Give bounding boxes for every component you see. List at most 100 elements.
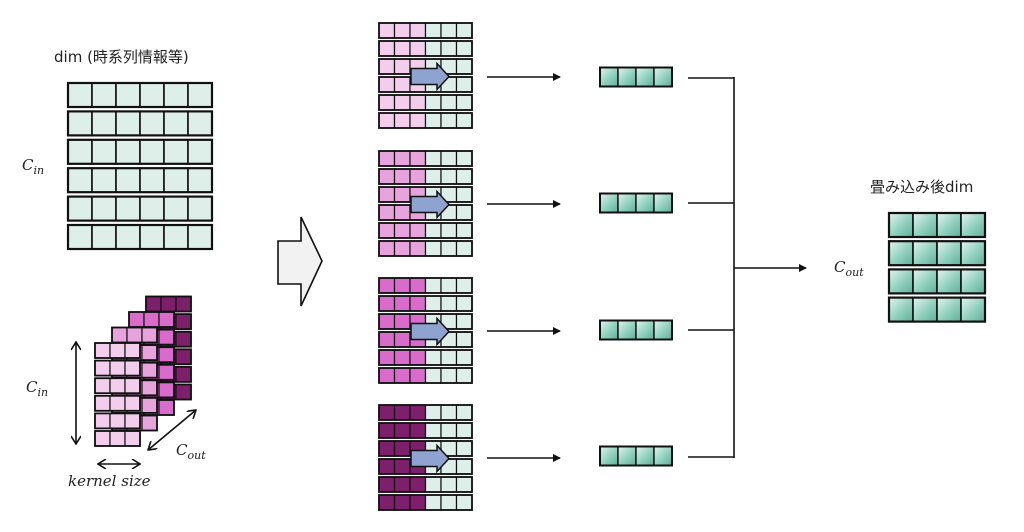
- cell: [912, 240, 938, 266]
- cell: [455, 240, 473, 257]
- cell: [440, 40, 458, 57]
- cell: [187, 195, 213, 222]
- output-channels-label: Cout: [834, 258, 864, 279]
- cell: [91, 110, 117, 137]
- row-border: [887, 268, 987, 295]
- cell: [409, 94, 427, 111]
- cell: [94, 430, 111, 447]
- cell: [378, 204, 396, 221]
- conv-row: [378, 367, 473, 384]
- cell: [409, 476, 427, 493]
- cell: [378, 422, 396, 439]
- cell: [393, 476, 411, 493]
- cell: [378, 349, 396, 366]
- output-vector: [599, 445, 673, 467]
- cell: [378, 40, 396, 57]
- cell: [158, 311, 175, 328]
- cell: [91, 195, 117, 222]
- cell: [141, 326, 158, 344]
- row-border: [378, 404, 473, 421]
- row-border: [66, 167, 214, 194]
- conv-row: [378, 40, 473, 57]
- cell: [440, 494, 458, 511]
- cell: [424, 367, 442, 384]
- cell: [175, 366, 192, 383]
- cell: [128, 311, 145, 328]
- cell: [455, 295, 473, 312]
- cell: [126, 326, 143, 344]
- kernel-row: [94, 430, 141, 447]
- row-border: [66, 110, 214, 137]
- cell: [378, 94, 396, 111]
- row-border: [94, 394, 141, 412]
- row-border: [599, 319, 673, 341]
- cell: [91, 82, 117, 108]
- row-border: [378, 40, 473, 57]
- cell: [141, 379, 158, 396]
- conv-group: [378, 22, 561, 129]
- cell: [124, 342, 141, 359]
- cell: [653, 445, 673, 467]
- cell: [378, 150, 396, 167]
- cell: [67, 167, 93, 193]
- conv-row: [378, 295, 473, 312]
- cell: [378, 331, 396, 348]
- cell: [617, 66, 637, 88]
- conv-groups: [378, 22, 561, 511]
- cell: [409, 277, 427, 294]
- cell: [378, 222, 396, 239]
- cell: [393, 222, 411, 239]
- cell: [139, 167, 165, 193]
- cell: [440, 22, 458, 39]
- cell: [393, 367, 411, 384]
- cell: [440, 476, 458, 493]
- output-row: [887, 211, 987, 239]
- cell: [163, 224, 189, 250]
- cell: [139, 139, 165, 165]
- cell: [960, 212, 986, 238]
- cell: [393, 349, 411, 366]
- cell: [393, 150, 411, 167]
- cell: [653, 66, 673, 88]
- cell: [440, 150, 458, 167]
- cell: [455, 494, 473, 511]
- cell: [378, 168, 396, 185]
- cell: [109, 395, 126, 412]
- cell: [888, 212, 914, 238]
- row-border: [378, 422, 473, 439]
- cell: [175, 313, 192, 330]
- output-row: [887, 296, 987, 323]
- conv-row: [378, 94, 473, 111]
- cell: [409, 112, 427, 129]
- cell: [115, 167, 141, 193]
- cell: [409, 295, 427, 312]
- cell: [378, 313, 396, 330]
- row-border: [94, 342, 141, 359]
- cell: [424, 494, 442, 511]
- kernel-row: [94, 359, 141, 377]
- conv-row: [378, 404, 473, 421]
- cell: [440, 277, 458, 294]
- conv-row: [378, 349, 473, 366]
- cell: [409, 494, 427, 511]
- cell: [378, 112, 396, 129]
- cell: [409, 40, 427, 57]
- cell: [163, 82, 189, 108]
- cell: [440, 112, 458, 129]
- row-border: [887, 296, 987, 323]
- cell: [393, 168, 411, 185]
- input-dim-label: dim (時系列情報等): [54, 48, 189, 66]
- cell: [424, 404, 442, 421]
- row-border: [378, 94, 473, 111]
- row-border: [94, 430, 141, 447]
- input-row: [66, 195, 214, 222]
- cell: [163, 110, 189, 137]
- cell: [440, 222, 458, 239]
- cell: [393, 40, 411, 57]
- cell: [888, 268, 914, 295]
- kernel-row: [94, 394, 141, 412]
- kernel-cout-double-arrow: [148, 410, 196, 450]
- cell: [455, 404, 473, 421]
- cell: [158, 329, 175, 346]
- cell: [409, 422, 427, 439]
